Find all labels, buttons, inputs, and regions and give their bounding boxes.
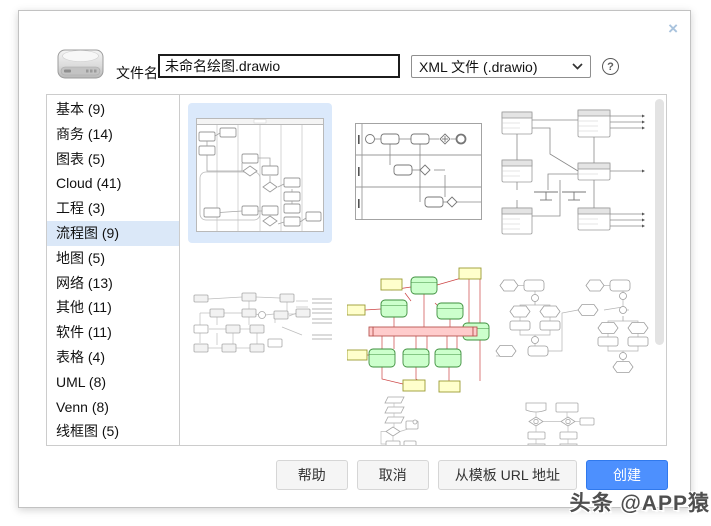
sidebar-item-maps[interactable]: 地图 (5)	[56, 249, 105, 266]
template-browser: 基本 (9) 商务 (14) 图表 (5) Cloud (41) 工程 (3) …	[46, 94, 667, 446]
template-grid	[180, 95, 666, 445]
sidebar-item-wireframes[interactable]: 线框图 (5)	[56, 423, 119, 440]
file-name-label: 文件名:	[116, 65, 162, 81]
template-thumbnail-swimlane-flowchart[interactable]	[196, 114, 324, 242]
dialog-footer: 帮助 取消 从模板 URL 地址 创建	[275, 460, 668, 490]
disk-icon	[56, 43, 106, 88]
create-button[interactable]: 创建	[586, 460, 668, 490]
sidebar-item-engineering[interactable]: 工程 (3)	[56, 200, 105, 217]
sidebar-item-charts[interactable]: 图表 (5)	[56, 150, 105, 167]
close-icon[interactable]: ×	[668, 19, 678, 38]
sidebar-item-business[interactable]: 商务 (14)	[56, 125, 113, 142]
watermark-text: 头条 @APP猿	[569, 492, 710, 515]
sidebar-item-uml[interactable]: UML (8)	[56, 373, 107, 390]
sidebar-item-flowcharts[interactable]: 流程图 (9)	[47, 220, 179, 246]
sidebar-item-tables[interactable]: 表格 (4)	[56, 348, 105, 365]
file-format-value: XML 文件 (.drawio)	[419, 58, 538, 75]
chevron-down-icon	[572, 63, 583, 70]
help-icon[interactable]: ?	[602, 58, 619, 75]
template-thumbnail-process-flow[interactable]	[192, 289, 335, 370]
file-name-input[interactable]	[158, 54, 400, 78]
cancel-button[interactable]: 取消	[356, 460, 429, 490]
help-button[interactable]: 帮助	[275, 460, 348, 490]
template-thumbnail-dataflow-diagram[interactable]	[346, 263, 494, 408]
sidebar-item-network[interactable]: 网络 (13)	[56, 274, 113, 291]
template-thumbnail-approval-flowchart-partial[interactable]	[522, 401, 596, 445]
create-diagram-dialog: × 文件名: XML 文件 (.drawio) ?	[18, 10, 691, 508]
file-format-select[interactable]: XML 文件 (.drawio)	[411, 55, 591, 78]
sidebar-item-cloud[interactable]: Cloud (41)	[56, 175, 122, 192]
from-template-url-button[interactable]: 从模板 URL 地址	[437, 460, 577, 490]
sidebar-item-basic[interactable]: 基本 (9)	[56, 101, 105, 117]
category-sidebar: 基本 (9) 商务 (14) 图表 (5) Cloud (41) 工程 (3) …	[47, 95, 180, 445]
template-thumbnail-decision-flowchart[interactable]	[492, 277, 650, 379]
template-thumbnail-bpmn-pool[interactable]	[347, 121, 485, 228]
template-thumbnail-function-tables[interactable]	[490, 108, 648, 243]
template-thumbnail-vertical-flowchart-partial[interactable]	[380, 395, 420, 445]
sidebar-item-venn[interactable]: Venn (8)	[56, 398, 109, 415]
sidebar-item-other[interactable]: 其他 (11)	[56, 299, 112, 316]
sidebar-item-software[interactable]: 软件 (11)	[56, 324, 112, 341]
template-scrollbar[interactable]	[655, 99, 664, 345]
